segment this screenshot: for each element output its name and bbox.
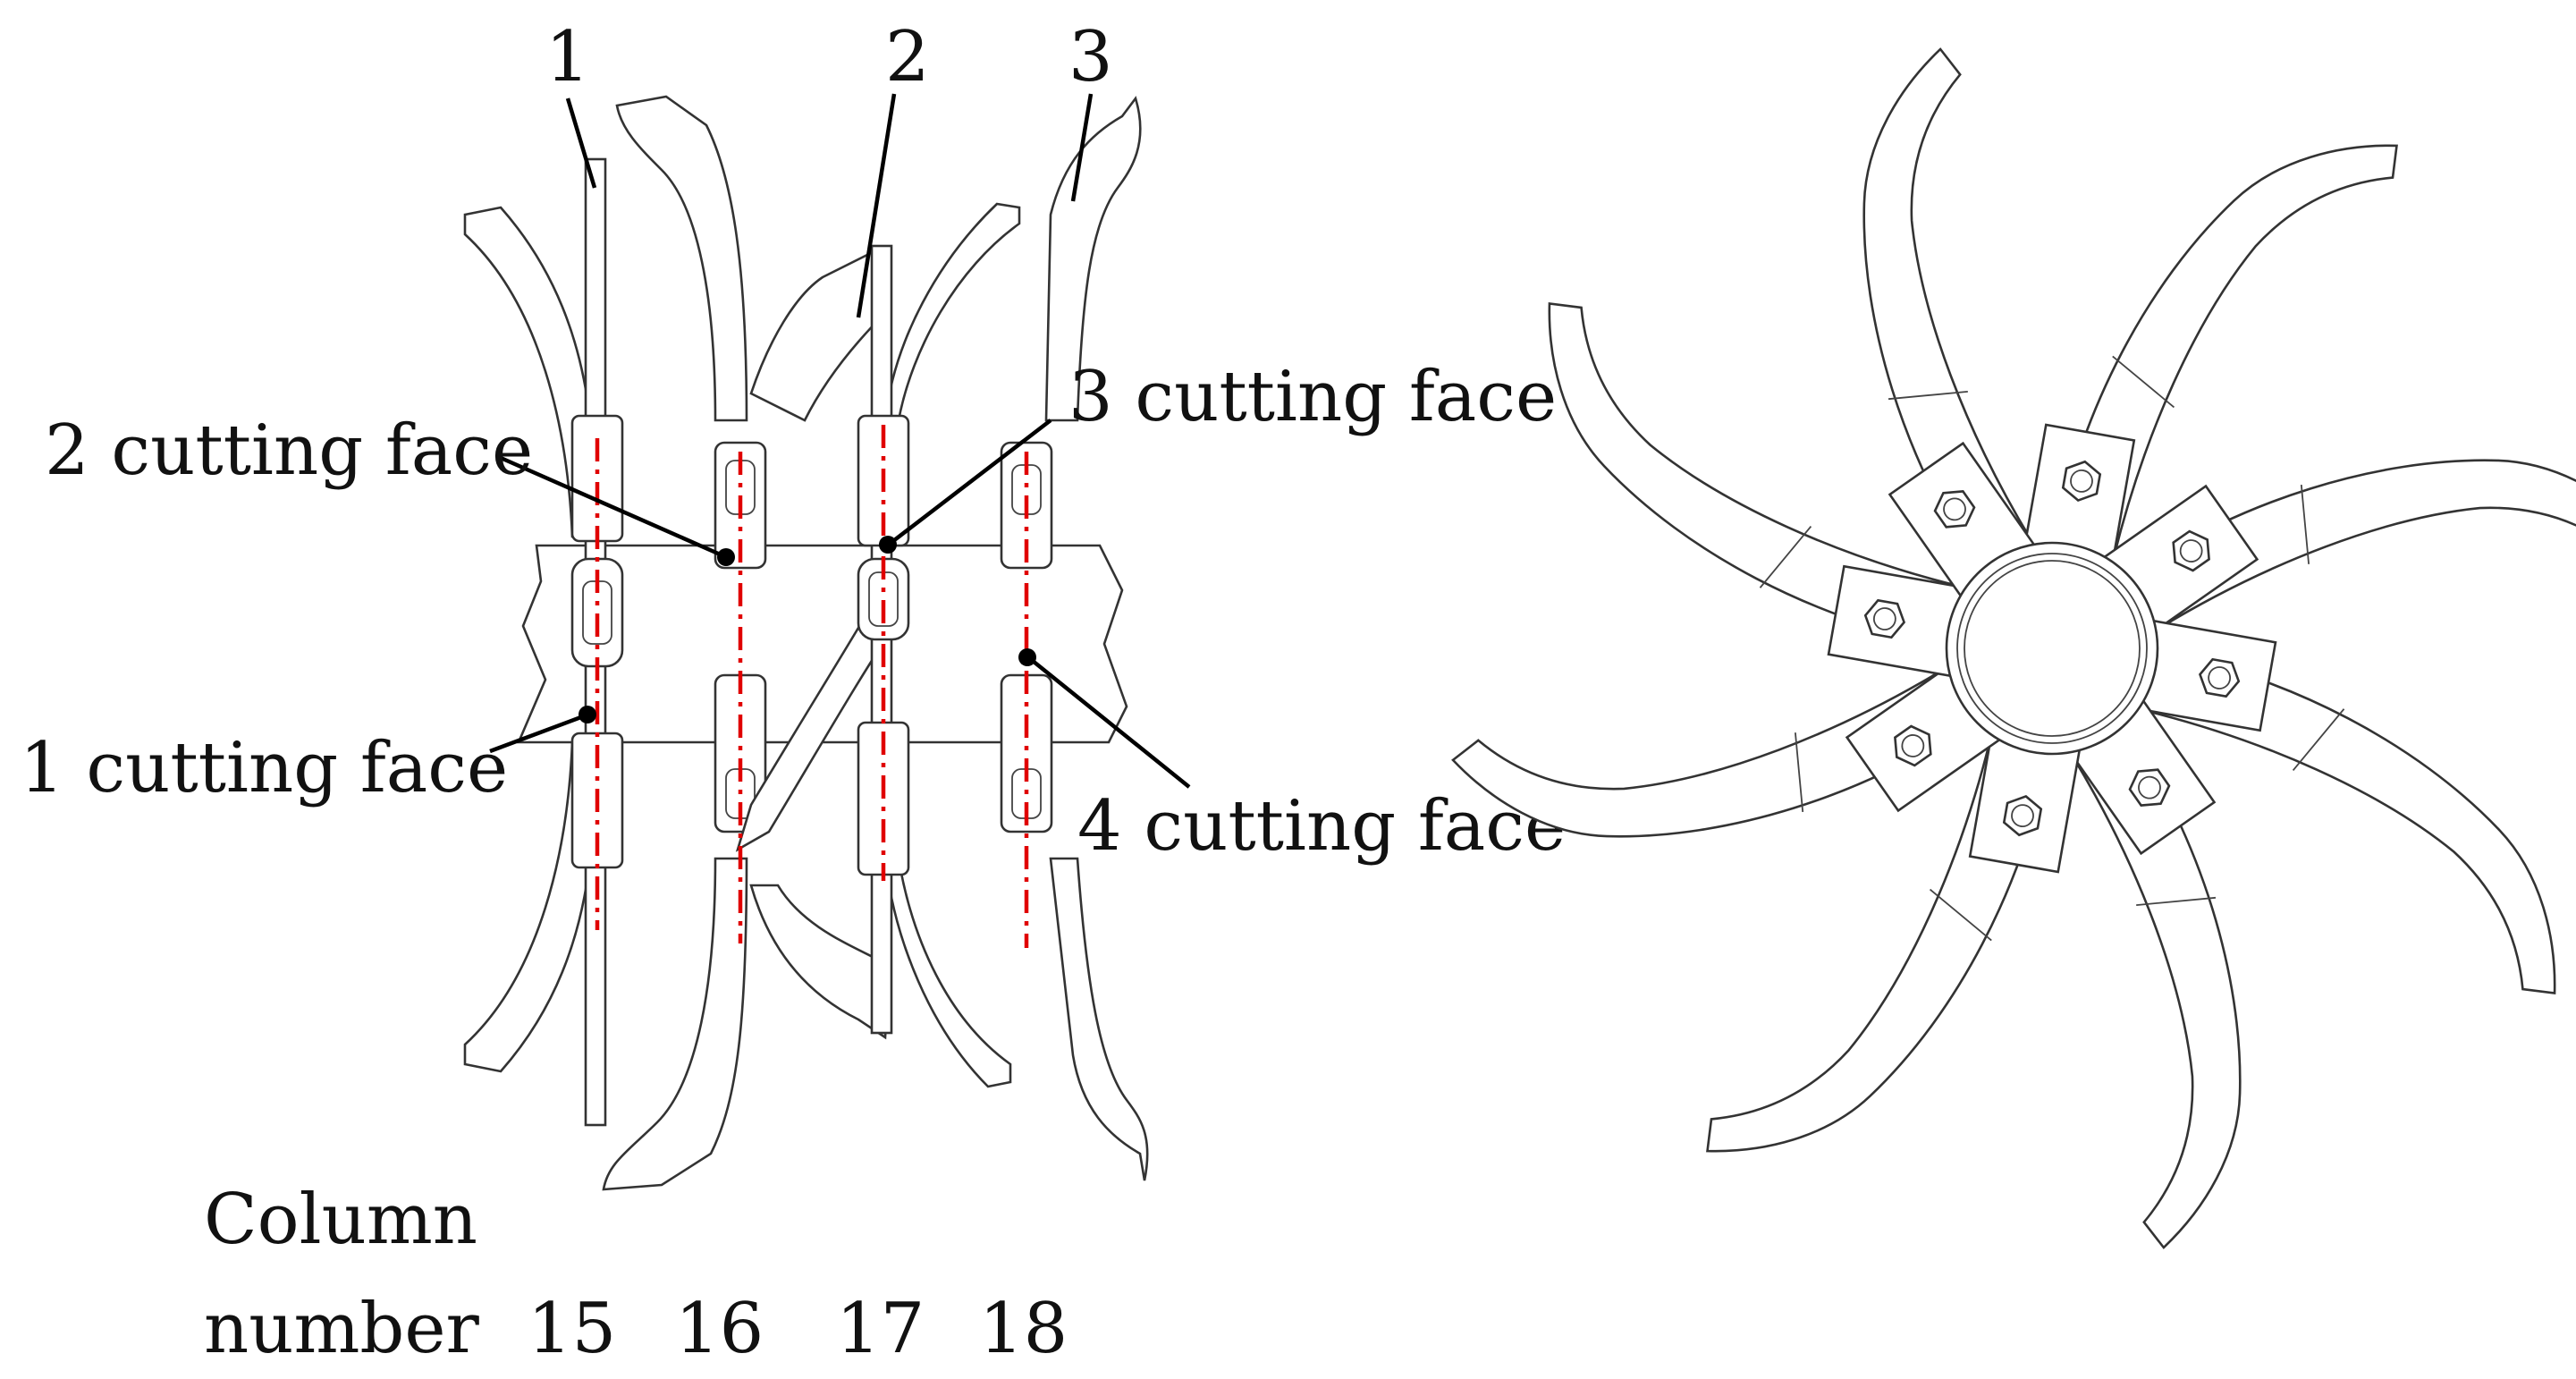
blade-17-lower-curved <box>883 857 1012 1088</box>
rotor-blade-divider <box>1929 888 1992 942</box>
rotor-blade <box>2133 459 2576 630</box>
hex-bolt <box>2128 768 2171 807</box>
part-label-3: 3 <box>1068 17 1113 97</box>
rotor-blade-divider <box>1759 525 1812 588</box>
mount-plate <box>1968 723 2083 874</box>
rotor-blade-divider <box>2136 896 2217 907</box>
blade-15-holder-upper <box>570 414 624 543</box>
side-view: 1 2 3 2 cutting face 3 cutting face 1 cu… <box>20 17 1566 1369</box>
bolt-center <box>2011 804 2034 828</box>
blade-column-18 <box>1000 96 1149 1181</box>
rotor-mount-plates <box>1827 423 2277 874</box>
mount-plate <box>1827 564 1978 680</box>
leader-part-2 <box>856 93 897 318</box>
rotor-blade-divider <box>1888 390 1968 401</box>
rotor-blade <box>1451 667 1971 838</box>
dot-face-1 <box>579 706 596 723</box>
hex-bolt <box>1894 724 1932 767</box>
blade-17-diagonal <box>735 587 896 852</box>
mount-plate <box>2021 423 2136 574</box>
rotor-hub-inner <box>1964 560 2141 737</box>
column-number-18: 18 <box>979 1289 1068 1369</box>
bolt-center <box>1872 607 1896 630</box>
column-number-15: 15 <box>528 1289 616 1369</box>
rotor-blade-outline <box>1862 47 2033 567</box>
column-label-line2: number <box>204 1289 480 1369</box>
front-view-rotor <box>1451 47 2576 1249</box>
cutting-face-label-2: 2 cutting face <box>45 410 533 491</box>
rotor-blade-divider <box>2112 355 2175 409</box>
rotor-blade-outline <box>2071 730 2242 1249</box>
part-label-2: 2 <box>885 17 930 97</box>
leader-face-3 <box>888 419 1052 546</box>
dot-face-3 <box>879 536 897 554</box>
hex-bolt <box>2172 529 2210 572</box>
column-number-16: 16 <box>675 1289 764 1369</box>
leader-part-1 <box>565 97 597 189</box>
bolt-center <box>1901 734 1925 757</box>
blade-column-16 <box>602 95 767 1191</box>
dot-face-2 <box>717 548 735 566</box>
rotor-blade <box>1862 47 2033 567</box>
blade-17-upper-curved <box>883 202 1021 422</box>
rotor-blades <box>1451 47 2576 1249</box>
rotor-blade <box>2141 651 2556 994</box>
column-number-17: 17 <box>836 1289 925 1369</box>
bolt-center <box>2179 539 2203 563</box>
cutting-face-label-4: 4 cutting face <box>1077 786 1566 867</box>
dot-face-4 <box>1018 648 1036 666</box>
rotor-blade-outline <box>1451 667 1971 838</box>
bolt-center <box>2138 775 2161 799</box>
rotor-blade-outline <box>2133 459 2576 630</box>
hex-bolt <box>2198 657 2241 698</box>
rotor-blade-divider <box>1794 732 1804 813</box>
leader-face-2 <box>500 455 725 559</box>
hex-bolt <box>2061 460 2102 503</box>
column-label-line1: Column <box>204 1180 477 1260</box>
hex-bolt <box>2002 794 2043 837</box>
bolt-center <box>2070 469 2093 493</box>
hex-bolt <box>1933 490 1976 529</box>
part-label-1: 1 <box>545 17 590 97</box>
leader-face-1 <box>489 713 587 754</box>
blade-18-lower-wide <box>1049 857 1149 1181</box>
rotor-blade-outline <box>1548 302 1963 646</box>
rotor-blade <box>1548 302 1963 646</box>
hex-bolt <box>1863 598 1906 639</box>
rotor-blade-outline <box>2055 144 2398 559</box>
rotor-blade-divider <box>2300 484 2310 564</box>
blade-16-lower-wide <box>602 857 748 1191</box>
cutting-face-label-1: 1 cutting face <box>20 728 508 808</box>
leader-face-4 <box>1026 656 1191 789</box>
blade-16-upper-wide <box>615 95 748 422</box>
bolt-center <box>1943 497 1966 521</box>
bolt-center <box>2208 666 2232 690</box>
blade-17-lower-wide <box>749 884 891 1040</box>
cutting-face-label-3: 3 cutting face <box>1068 357 1557 437</box>
rotor-blade-outline <box>2141 651 2556 994</box>
rotor-hub-mid <box>1956 553 2148 744</box>
rotor-blade-outline <box>1706 738 2049 1153</box>
rotor-blade <box>2071 730 2242 1249</box>
rotor-blade <box>2055 144 2398 559</box>
rotor-blade <box>1706 738 2049 1153</box>
shaft-body <box>517 544 1128 744</box>
rotor-hub-outer <box>1945 541 2159 756</box>
rotor-blade-divider <box>2292 708 2345 772</box>
leader-part-3 <box>1070 93 1094 202</box>
